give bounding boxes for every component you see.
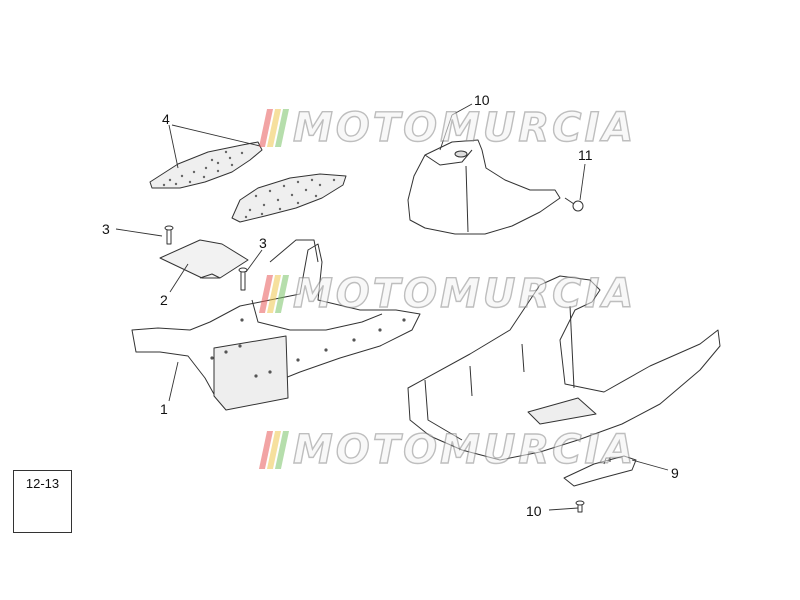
callout-3-right: 3 [259, 235, 267, 251]
leader-lines [115, 103, 669, 511]
callout-10-top: 10 [474, 92, 490, 108]
callout-4: 4 [162, 111, 170, 127]
watermark-text: MOTOMURCIA [292, 426, 637, 473]
part-1-chassis [131, 239, 421, 411]
callout-10-bottom: 10 [526, 503, 542, 519]
watermark-color-bars [258, 109, 290, 147]
watermark-bottom: MOTOMURCIA [258, 426, 637, 474]
watermark-middle: MOTOMURCIA [258, 270, 637, 318]
watermark-text: MOTOMURCIA [292, 270, 637, 317]
part-3-screw-left [164, 225, 174, 245]
part-4-footrest-mats [149, 141, 347, 223]
part-10-screw-bottom [575, 500, 585, 513]
part-11-screw [564, 197, 584, 212]
watermark-color-bars [258, 275, 290, 313]
callout-9: 9 [671, 465, 679, 481]
watermark-top: MOTOMURCIA [258, 104, 637, 152]
floor-side-cover [407, 275, 721, 461]
callout-1: 1 [160, 401, 168, 417]
callout-11: 11 [578, 147, 593, 163]
watermark-text: MOTOMURCIA [292, 104, 637, 151]
inset-box-label: 12-13 [25, 476, 60, 491]
watermark-color-bars [258, 431, 290, 469]
inset-box-12-13: 12-13 [13, 470, 72, 533]
part-2-bracket [159, 239, 249, 279]
part-3-screw-right [238, 267, 248, 291]
part-10-leg-shield [407, 139, 561, 235]
callout-2: 2 [160, 292, 168, 308]
callout-3-left: 3 [102, 221, 110, 237]
part-9-small-cover [563, 455, 637, 487]
